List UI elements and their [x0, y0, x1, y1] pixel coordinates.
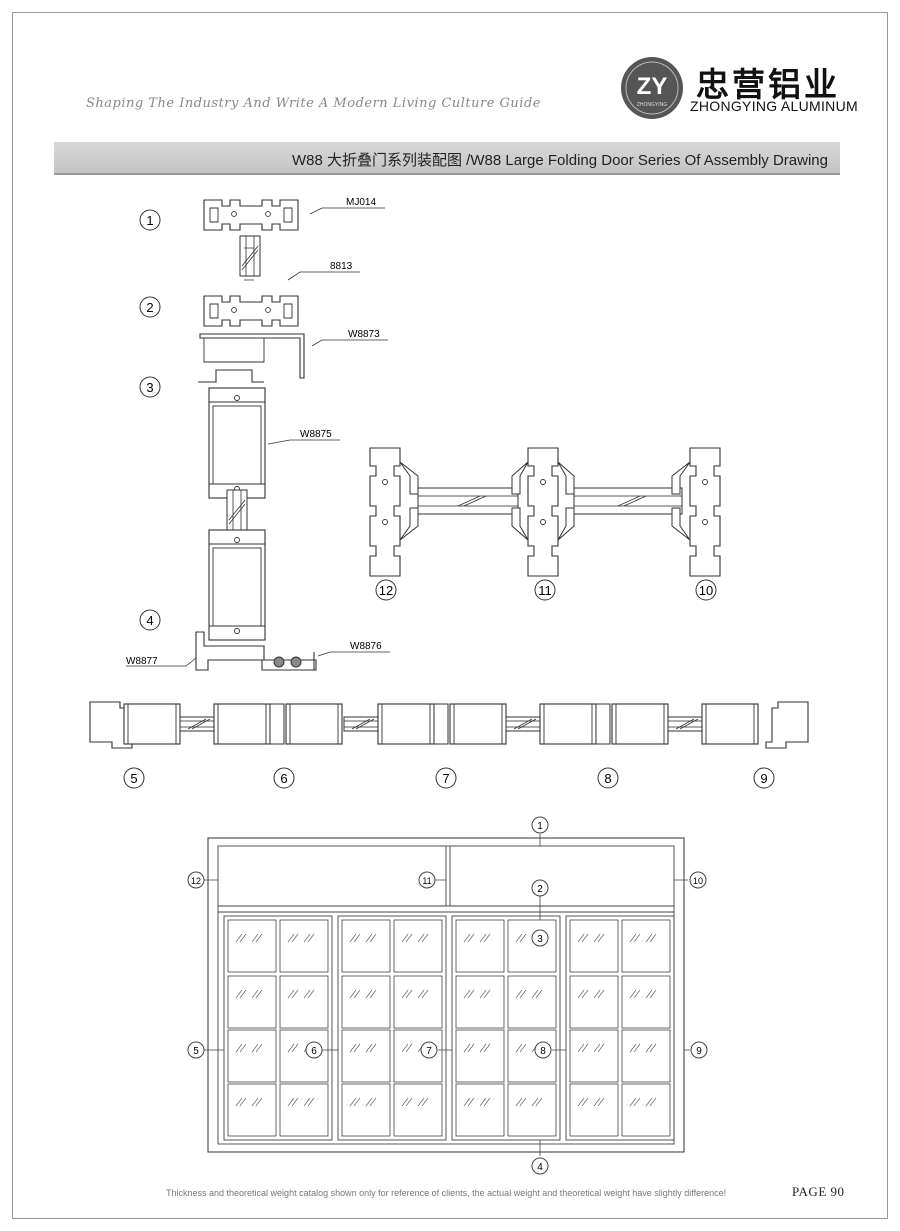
- hsec-number-5: 5: [123, 767, 145, 789]
- hsec-number-7: 7: [435, 767, 457, 789]
- label-w8876: W8876: [350, 641, 382, 652]
- hsec-number-9: 9: [753, 767, 775, 789]
- svg-text:9: 9: [760, 771, 767, 786]
- elev-marker-7: 7: [420, 1041, 438, 1059]
- svg-text:6: 6: [280, 771, 287, 786]
- svg-text:7: 7: [442, 771, 449, 786]
- hsec-number-6: 6: [273, 767, 295, 789]
- company-logo: ZY ZHONGYING: [621, 57, 683, 119]
- footer-disclaimer: Thickness and theoretical weight catalog…: [166, 1188, 727, 1198]
- svg-text:8: 8: [604, 771, 611, 786]
- svg-text:1: 1: [537, 821, 543, 832]
- hsec-number-8: 8: [597, 767, 619, 789]
- plan-view: 12 11 10: [369, 447, 721, 601]
- logo-subtext: ZHONGYING: [637, 102, 667, 108]
- svg-text:11: 11: [422, 876, 431, 886]
- elev-marker-8: 8: [534, 1041, 552, 1059]
- label-mj014: MJ014: [346, 197, 376, 208]
- plan-number-11: 11: [534, 579, 556, 601]
- elev-marker-12: 12: [187, 871, 205, 889]
- elev-marker-9: 9: [690, 1041, 708, 1059]
- svg-text:6: 6: [311, 1046, 317, 1057]
- brand-name-en: ZHONGYING ALUMINUM: [690, 98, 858, 114]
- label-w8873: W8873: [348, 329, 380, 340]
- section-view: MJ014 8813 W8873 W8875 W8877 W8876 1 2 3…: [126, 197, 390, 671]
- svg-text:7: 7: [426, 1046, 432, 1057]
- elev-marker-11: 11: [418, 871, 436, 889]
- svg-text:10: 10: [693, 876, 703, 886]
- svg-text:4: 4: [537, 1162, 543, 1173]
- elev-marker-3: 3: [531, 929, 549, 947]
- horizontal-section: 5 6 7 8 9: [89, 701, 809, 789]
- title-bar: W88 大折叠门系列装配图 /W88 Large Folding Door Se…: [54, 142, 840, 175]
- svg-text:1: 1: [146, 213, 153, 228]
- svg-text:5: 5: [130, 771, 137, 786]
- section-number-1: 1: [139, 209, 161, 231]
- svg-text:12: 12: [379, 583, 393, 598]
- page-border: [12, 12, 888, 1219]
- label-w8875: W8875: [300, 429, 332, 440]
- svg-text:10: 10: [699, 583, 713, 598]
- svg-text:3: 3: [146, 380, 153, 395]
- elev-marker-4: 4: [531, 1157, 549, 1175]
- logo-text: ZY: [637, 73, 668, 100]
- svg-text:5: 5: [193, 1046, 199, 1057]
- svg-text:8: 8: [540, 1046, 546, 1057]
- label-8813: 8813: [330, 261, 353, 272]
- section-number-3: 3: [139, 376, 161, 398]
- page-title: W88 大折叠门系列装配图 /W88 Large Folding Door Se…: [292, 152, 828, 169]
- brand-name-cn: 忠营铝业: [696, 65, 840, 104]
- elev-marker-10: 10: [689, 871, 707, 889]
- slogan: Shaping The Industry And Write A Modern …: [86, 96, 541, 111]
- svg-text:4: 4: [146, 613, 153, 628]
- svg-text:3: 3: [537, 934, 543, 945]
- elevation-view: 1 2 3 4 5 6 7 8 9 10 11 12: [187, 816, 708, 1175]
- svg-text:12: 12: [191, 876, 201, 886]
- section-number-2: 2: [139, 296, 161, 318]
- plan-number-12: 12: [375, 579, 397, 601]
- callout-labels: MJ014 8813 W8873 W8875 W8877 W8876: [126, 197, 382, 667]
- plan-number-10: 10: [695, 579, 717, 601]
- svg-text:2: 2: [537, 884, 543, 895]
- label-w8877: W8877: [126, 656, 158, 667]
- elev-marker-5: 5: [187, 1041, 205, 1059]
- elev-marker-6: 6: [305, 1041, 323, 1059]
- elev-marker-2: 2: [531, 879, 549, 897]
- svg-text:9: 9: [696, 1046, 702, 1057]
- page-number: PAGE 90: [792, 1184, 845, 1199]
- elev-marker-1: 1: [531, 816, 549, 834]
- svg-text:2: 2: [146, 300, 153, 315]
- svg-text:11: 11: [538, 583, 552, 598]
- section-number-4: 4: [139, 609, 161, 631]
